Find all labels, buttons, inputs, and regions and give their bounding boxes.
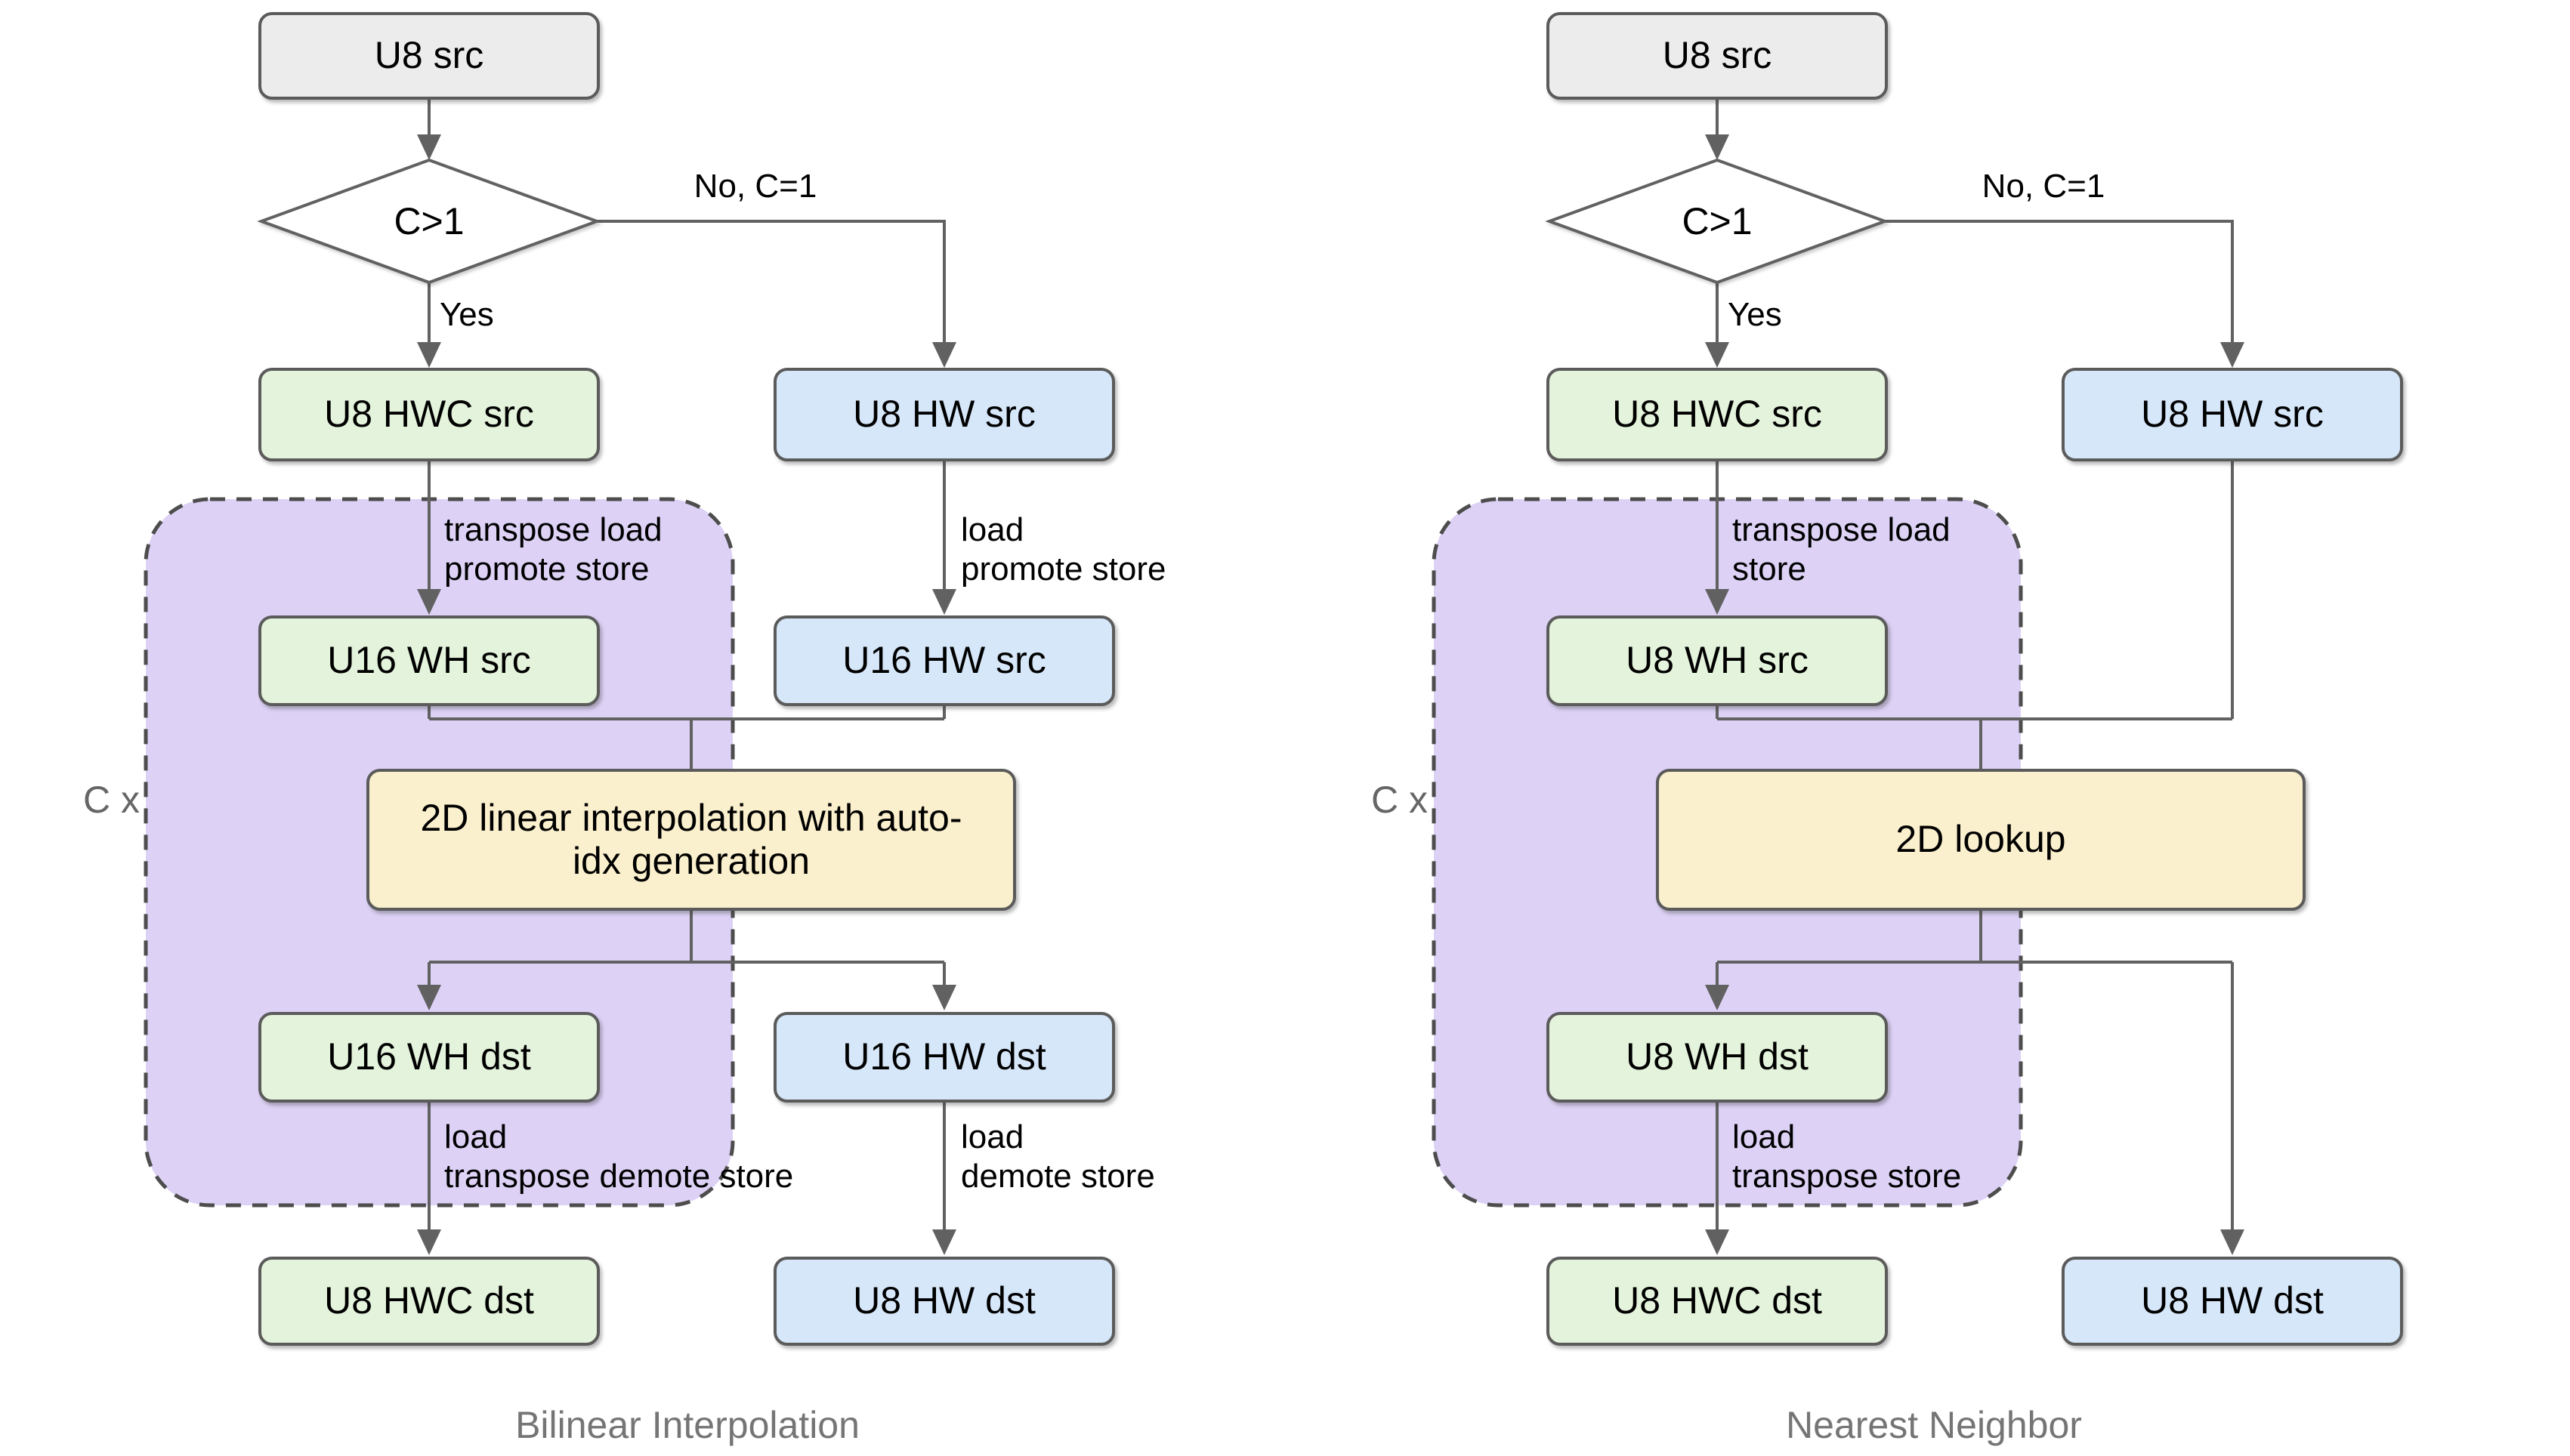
node-u8-hwc-dst: U8 HWC dst — [258, 1257, 600, 1346]
node-u8-hw-dst: U8 HW dst — [2062, 1257, 2403, 1346]
edge-label-line: load — [961, 511, 1024, 548]
decision-diamond-bilinear — [257, 158, 601, 285]
edge-label-line: promote store — [444, 551, 650, 588]
branch-yes-label: Yes — [1728, 296, 1782, 333]
edge-label-load-demote-store: load demote store — [961, 1118, 1155, 1196]
edge-label-line: transpose store — [1732, 1158, 1962, 1195]
node-u8-hw-dst: U8 HW dst — [774, 1257, 1115, 1346]
decision-diamond-nearest — [1545, 158, 1889, 285]
edge-label-line: load — [961, 1118, 1024, 1155]
branch-yes-label: Yes — [440, 296, 494, 333]
edge-label-line: load — [1732, 1118, 1796, 1155]
edge-label-line: promote store — [961, 551, 1166, 588]
node-u8-hw-src: U8 HW src — [2062, 368, 2403, 461]
edge-label-line: demote store — [961, 1158, 1155, 1195]
node-u16-wh-dst: U16 WH dst — [258, 1012, 600, 1103]
chart-caption-nearest: Nearest Neighbor — [1786, 1404, 2082, 1446]
node-u16-wh-src: U16 WH src — [258, 615, 600, 706]
connectors-bilinear — [428, 100, 946, 1231]
edge-label-line: load — [444, 1118, 508, 1155]
edge-label-load-transpose-store: load transpose store — [1732, 1118, 1961, 1196]
op-label: 2D lookup — [1895, 818, 2066, 861]
node-u8-hwc-src: U8 HWC src — [1546, 368, 1888, 461]
edge-label-line: transpose load — [1732, 511, 1951, 548]
node-u8-hwc-src: U8 HWC src — [258, 368, 600, 461]
decision-label: C>1 — [394, 200, 465, 242]
edge-label-line: transpose demote store — [444, 1158, 794, 1195]
node-u8-src: U8 src — [1546, 12, 1888, 100]
node-u16-hw-src: U16 HW src — [774, 615, 1115, 706]
node-u8-wh-src: U8 WH src — [1546, 615, 1888, 706]
loop-count-label: C x — [1371, 779, 1428, 821]
node-op-nearest: 2D lookup — [1656, 769, 2306, 911]
node-u8-wh-dst: U8 WH dst — [1546, 1012, 1888, 1103]
edge-label-load-promote-store: load promote store — [961, 511, 1166, 589]
edge-label-load-transpose-demote-store: load transpose demote store — [444, 1118, 793, 1196]
node-u8-hw-src: U8 HW src — [774, 368, 1115, 461]
decision-label: C>1 — [1682, 200, 1753, 242]
loop-count-label: C x — [83, 779, 140, 821]
edge-label-line: transpose load — [444, 511, 663, 548]
branch-no-label: No, C=1 — [1982, 168, 2105, 205]
node-u8-hwc-dst: U8 HWC dst — [1546, 1257, 1888, 1346]
arrowheads-bilinear — [417, 134, 956, 1255]
arrowheads-nearest — [1705, 134, 2244, 1255]
node-op-bilinear: 2D linear interpolation with auto-idx ge… — [366, 769, 1016, 911]
edge-label-transpose-load-promote-store: transpose load promote store — [444, 511, 663, 589]
edge-label-transpose-load-store: transpose load store — [1732, 511, 1951, 589]
branch-no-label: No, C=1 — [693, 168, 817, 205]
chart-caption-bilinear: Bilinear Interpolation — [515, 1404, 860, 1446]
node-u16-hw-dst: U16 HW dst — [774, 1012, 1115, 1103]
edge-label-line: store — [1732, 551, 1806, 588]
node-u8-src: U8 src — [258, 12, 600, 100]
op-label: 2D linear interpolation with auto-idx ge… — [420, 796, 962, 883]
